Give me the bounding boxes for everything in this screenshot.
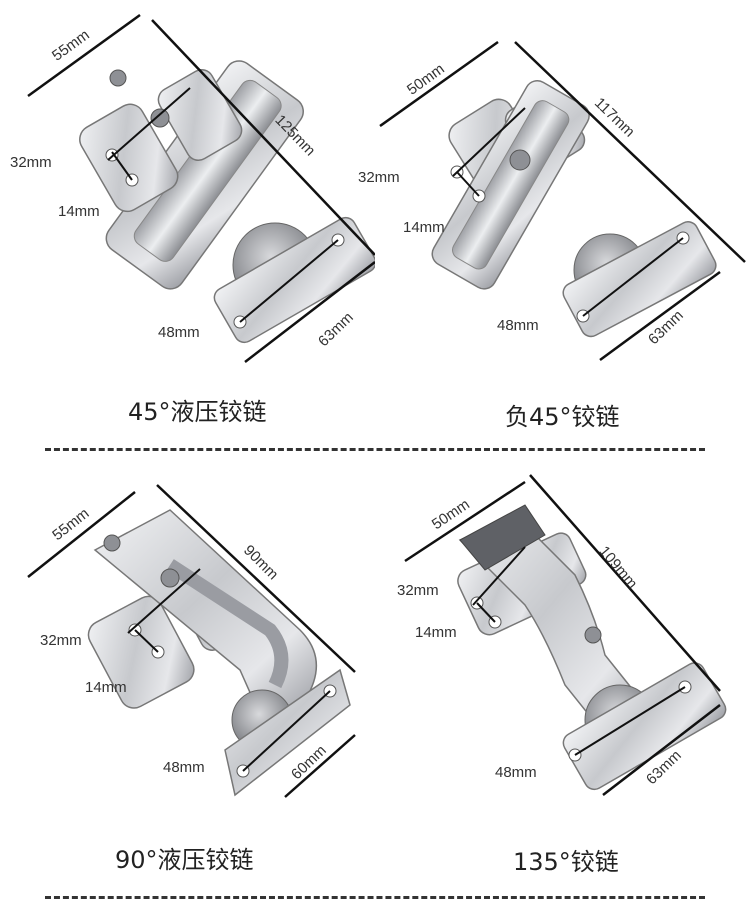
caption: 45°液压铰链 <box>128 398 267 426</box>
caption: 135°铰链 <box>513 848 619 876</box>
dim-hole-spacing: 32mm <box>40 632 82 649</box>
caption: 负45°铰链 <box>505 403 620 431</box>
hinge-panel-135: 50mm 109mm 32mm 14mm 48mm 63mm 135°铰链 <box>375 455 750 910</box>
hinge-panel-45: 55mm 125mm 32mm 14mm 48mm 63mm 45°液压铰链 <box>0 0 375 455</box>
dim-cup-hole: 48mm <box>495 764 537 781</box>
hinge-panel-minus-45: 50mm 117mm 32mm 14mm 48mm 63mm 负45°铰链 <box>358 0 750 455</box>
dim-hole-spacing: 32mm <box>10 154 52 171</box>
hinge-90-image <box>27 484 356 798</box>
hinge-45-image <box>27 13 375 363</box>
caption: 90°液压铰链 <box>115 846 254 874</box>
dim-hole-offset: 14mm <box>415 624 457 641</box>
dim-hole-offset: 14mm <box>85 679 127 696</box>
dim-hole-offset: 14mm <box>403 219 445 236</box>
divider-top <box>45 448 705 451</box>
dim-cup-hole: 48mm <box>163 759 205 776</box>
dim-hole-offset: 14mm <box>58 203 100 220</box>
dim-hole-spacing: 32mm <box>397 582 439 599</box>
dim-hole-spacing: 32mm <box>358 169 400 186</box>
hinge-135-image <box>404 474 727 796</box>
hinge-panel-90: 55mm 90mm 32mm 14mm 48mm 60mm 90°液压铰链 <box>0 455 375 910</box>
dim-cup-hole: 48mm <box>497 317 539 334</box>
divider-bottom <box>45 896 705 899</box>
dim-cup-hole: 48mm <box>158 324 200 341</box>
hinge-minus-45-image <box>379 40 746 362</box>
